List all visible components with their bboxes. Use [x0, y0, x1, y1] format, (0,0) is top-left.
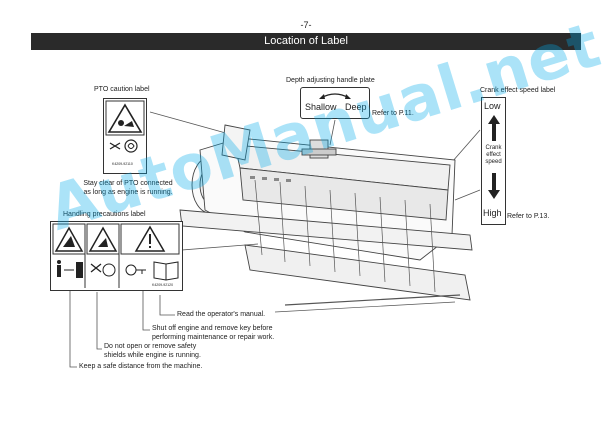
depth-shallow: Shallow — [305, 102, 337, 112]
callout-shutoff: Shut off engine and remove key before pe… — [152, 325, 275, 341]
crank-high: High — [483, 208, 502, 218]
callout-distance: Keep a safe distance from the machine. — [79, 363, 203, 370]
arrow-up-icon — [488, 115, 500, 141]
callout-shields: Do not open or remove safety shields whi… — [104, 343, 201, 359]
crank-low: Low — [484, 101, 501, 111]
handling-label-title: Handling precautions label — [63, 211, 146, 218]
warning-triangle-icon — [134, 225, 166, 252]
handling-part-number: K4209-92120 — [152, 283, 174, 287]
curved-arrow-icon — [319, 93, 351, 99]
arrow-down-icon — [488, 173, 500, 199]
shield-rotation-icon — [90, 263, 116, 277]
warning-triangle-icon — [54, 226, 84, 252]
depth-plate-title: Depth adjusting handle plate — [286, 77, 375, 84]
depth-plate-ref: Refer to P.11. — [372, 110, 414, 117]
crank-label-ref: Refer to P.13. — [507, 213, 550, 220]
warning-triangle-icon — [105, 100, 145, 153]
pto-caution-label — [103, 98, 147, 174]
warning-triangle-icon — [88, 226, 118, 252]
depth-deep: Deep — [345, 102, 367, 112]
pto-part-number: K4209-92110 — [112, 162, 133, 166]
depth-adjusting-plate: Shallow Deep — [300, 87, 370, 119]
section-title: Location of Label — [31, 33, 581, 50]
handling-precautions-label — [50, 221, 183, 291]
page-number: -7- — [300, 20, 312, 30]
key-icon — [125, 264, 146, 276]
crank-middle-text: Crank effect speed — [485, 145, 502, 165]
pto-caution-label-title: PTO caution label — [94, 86, 150, 93]
callout-manual: Read the operator's manual. — [177, 311, 266, 318]
handling-pictograms — [52, 223, 180, 288]
crank-speed-label: Low Crank effect speed High — [481, 97, 506, 225]
pto-caution-note: Stay clear of PTO connected as long as e… — [83, 180, 173, 196]
book-manual-icon — [153, 261, 179, 281]
person-distance-icon — [57, 260, 83, 278]
crank-label-title: Crank effect speed label — [480, 87, 556, 94]
